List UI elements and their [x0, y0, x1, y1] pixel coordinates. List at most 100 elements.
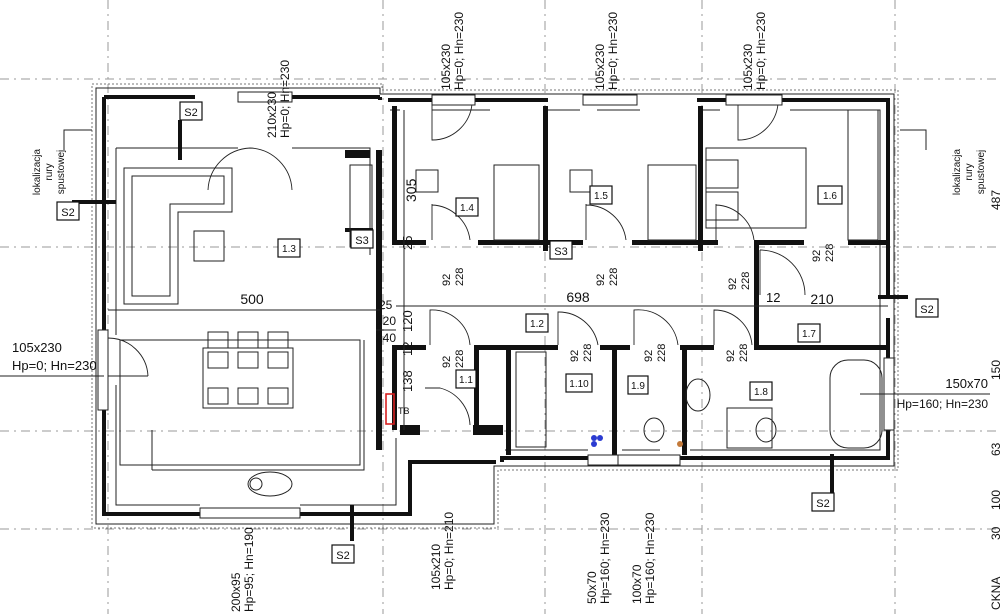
dim-698: 698 [566, 289, 590, 305]
dim-305: 305 [403, 178, 419, 202]
downpipe-label-right: lokalizacja rury spustowej [952, 148, 987, 195]
door11-w: 92 [441, 356, 453, 368]
dimensions: 500 698 210 25 120 240 12 305 25 120 12 … [108, 110, 888, 430]
room-1-5: 1.5 [594, 191, 608, 202]
downpipe-right-line1: lokalizacja [952, 148, 963, 195]
door15-h: 228 [608, 268, 620, 286]
window-room15-params: Hp=0; Hn=230 [606, 12, 620, 90]
dim-120-a: 120 [376, 314, 396, 328]
window-living-top-size: 210x230 [265, 92, 279, 138]
dim-500: 500 [240, 291, 264, 307]
downpipe-label-left: lokalizacja rury spustowej [32, 148, 67, 195]
wc19-window: 100x70 Hp=160; Hn=230 [630, 512, 657, 604]
room-1-3: 1.3 [282, 244, 296, 255]
downpipe-left-line3: spustowej [56, 150, 67, 194]
door18-w: 92 [725, 350, 737, 362]
door18-h: 228 [738, 344, 750, 362]
entry-door-params: Hp=0; Hn=210 [442, 512, 456, 590]
window-room15: 105x230 Hp=0; Hn=230 [593, 12, 620, 90]
column-tags: S2 S2 S3 S3 S2 S2 S2 [56, 101, 939, 564]
left-door-size: 105x230 [12, 340, 62, 355]
edge-dim-487: 487 [989, 190, 1000, 210]
door17-w: 92 [811, 250, 823, 262]
room-1-2: 1.2 [530, 319, 544, 330]
window-room14: 105x230 Hp=0; Hn=230 [439, 12, 466, 90]
door16-w: 92 [727, 278, 739, 290]
column-posts [72, 120, 908, 541]
furniture [119, 109, 883, 497]
window-room14-params: Hp=0; Hn=230 [452, 12, 466, 90]
tag-s2-bottom: S2 [336, 550, 349, 562]
dim-12-b: 12 [766, 290, 780, 305]
wc19-window-params: Hp=160; Hn=230 [643, 512, 657, 604]
downpipe-left-line2: rury [44, 163, 55, 180]
door110-h: 228 [582, 344, 594, 362]
window-room16-size: 105x230 [741, 44, 755, 90]
tag-s2-bottom-right: S2 [816, 498, 829, 510]
dim-240: 240 [376, 331, 396, 345]
interior-walls [376, 106, 888, 455]
window-openings [97, 91, 895, 519]
room-1-4: 1.4 [460, 203, 474, 214]
wc19-window-size: 100x70 [630, 564, 644, 604]
window-room14-size: 105x230 [439, 44, 453, 90]
kitchen-window-params: Hp=95; Hn=190 [242, 527, 256, 612]
opening-labels: 210x230 Hp=0; Hn=230 105x230 Hp=0; Hn=23… [0, 12, 990, 612]
room-1-8: 1.8 [754, 387, 768, 398]
window-room16-params: Hp=0; Hn=230 [754, 12, 768, 90]
tag-s3-room15: S3 [554, 246, 567, 258]
door17-h: 228 [824, 244, 836, 262]
door16-h: 228 [740, 272, 752, 290]
wc110-window-size: 50x70 [585, 571, 599, 604]
dim-12-a: 12 [400, 342, 415, 356]
edge-dim-30: 30 [989, 526, 1000, 540]
downpipe-right-line3: spustowej [976, 150, 987, 194]
edge-dim-100: 100 [989, 490, 1000, 510]
tag-s2-right: S2 [920, 304, 933, 316]
dim-138: 138 [400, 370, 415, 392]
door14-h: 228 [454, 268, 466, 286]
door14-w: 92 [441, 274, 453, 286]
dim-210: 210 [810, 291, 834, 307]
tag-s3-living: S3 [355, 235, 368, 247]
tag-s2-left: S2 [61, 207, 74, 219]
door110-w: 92 [569, 350, 581, 362]
door19-h: 228 [656, 344, 668, 362]
tb-heater [385, 393, 395, 425]
wc110-window: 50x70 Hp=160; Hn=230 [585, 512, 612, 604]
door19-w: 92 [643, 350, 655, 362]
entry-door: 105x210 Hp=0; Hn=210 [429, 512, 456, 590]
room-1-7: 1.7 [802, 329, 816, 340]
room-1-9: 1.9 [631, 381, 645, 392]
window-room15-size: 105x230 [593, 44, 607, 90]
dim-25-a: 25 [400, 236, 415, 250]
room-1-1: 1.1 [459, 375, 473, 386]
insulation-outline [91, 83, 899, 529]
tag-s2-top: S2 [184, 107, 197, 119]
wc110-window-params: Hp=160; Hn=230 [598, 512, 612, 604]
downpipe-left-line1: lokalizacja [32, 148, 43, 195]
edge-text-bottom: CKNA [989, 577, 1000, 610]
room-1-6: 1.6 [823, 191, 837, 202]
entry-door-size: 105x210 [429, 544, 443, 590]
window-living-top: 210x230 Hp=0; Hn=230 [265, 60, 292, 138]
edge-dim-150: 150 [989, 360, 1000, 380]
room-1-10: 1.10 [569, 379, 589, 390]
edge-dimensions: 487 150 63 100 30 CKNA [989, 190, 1000, 610]
door15-w: 92 [595, 274, 607, 286]
door-swings [107, 103, 806, 426]
window-room16: 105x230 Hp=0; Hn=230 [741, 12, 768, 90]
downpipe-right-line2: rury [964, 163, 975, 180]
edge-dim-63: 63 [989, 442, 1000, 456]
bath-window-size: 150x70 [945, 376, 988, 391]
left-door-params: Hp=0; Hn=230 [12, 358, 97, 373]
kitchen-window-size: 200x95 [229, 572, 243, 612]
window-living-top-params: Hp=0; Hn=230 [278, 60, 292, 138]
bath-window-params: Hp=160; Hn=230 [897, 397, 989, 411]
room-tags: 1.3 1.4 1.5 1.6 1.7 1.2 1.1 1.10 1.9 1.8 [277, 185, 843, 401]
kitchen-window: 200x95 Hp=95; Hn=190 [229, 527, 256, 612]
door11-h: 228 [454, 350, 466, 368]
